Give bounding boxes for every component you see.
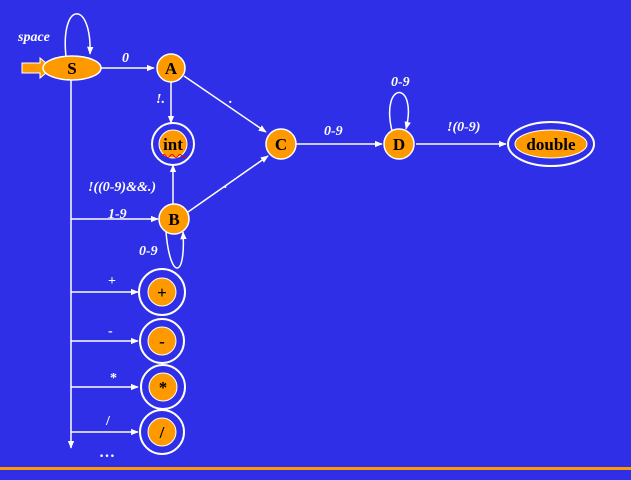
state-minus: - bbox=[139, 318, 185, 364]
state-a: A bbox=[156, 53, 186, 83]
label-a-to-c: . bbox=[229, 92, 233, 107]
state-times-label: * bbox=[159, 378, 168, 397]
label-b-to-int: !((0-9)&&.) bbox=[88, 180, 156, 195]
spellcheck-underline bbox=[161, 154, 187, 158]
state-int: int bbox=[151, 122, 195, 166]
d-loop-edge bbox=[388, 91, 411, 132]
state-a-label: A bbox=[165, 59, 178, 78]
label-s-to-a: 0 bbox=[122, 51, 129, 66]
label-s-to-plus: + bbox=[108, 274, 116, 289]
label-space: space bbox=[17, 30, 50, 45]
state-minus-label: - bbox=[159, 332, 165, 351]
label-d-to-double: !(0-9) bbox=[447, 120, 480, 135]
state-s: S bbox=[42, 55, 102, 81]
state-div: / bbox=[139, 409, 185, 455]
state-div-label: / bbox=[159, 423, 165, 442]
label-b-loop: 0-9 bbox=[139, 244, 158, 259]
label-more: … bbox=[99, 444, 115, 461]
label-d-loop: 0-9 bbox=[391, 75, 410, 90]
b-to-c-edge bbox=[187, 155, 269, 213]
a-to-c-edge bbox=[183, 75, 267, 133]
state-int-label: int bbox=[163, 135, 183, 154]
label-b-to-c: . bbox=[224, 177, 228, 192]
state-c: C bbox=[265, 128, 297, 160]
label-s-to-minus: - bbox=[108, 324, 113, 339]
state-b: B bbox=[158, 203, 190, 235]
state-double-label: double bbox=[526, 135, 576, 154]
space-loop-edge bbox=[64, 13, 94, 58]
state-s-label: S bbox=[67, 59, 76, 78]
state-b-label: B bbox=[168, 210, 179, 229]
label-s-to-times: * bbox=[110, 371, 117, 386]
state-plus-label: + bbox=[157, 283, 167, 302]
state-double: double bbox=[507, 121, 595, 167]
label-s-to-b: 1-9 bbox=[108, 207, 127, 222]
label-s-to-div: / bbox=[105, 414, 111, 429]
b-loop-edge bbox=[165, 231, 187, 269]
bottom-rule bbox=[0, 467, 631, 470]
state-d-label: D bbox=[393, 135, 405, 154]
label-a-to-int: !. bbox=[156, 92, 165, 107]
state-c-label: C bbox=[275, 135, 287, 154]
state-times: * bbox=[140, 364, 186, 410]
state-plus: + bbox=[138, 268, 186, 316]
state-d: D bbox=[383, 128, 415, 160]
label-c-to-d: 0-9 bbox=[324, 124, 343, 139]
